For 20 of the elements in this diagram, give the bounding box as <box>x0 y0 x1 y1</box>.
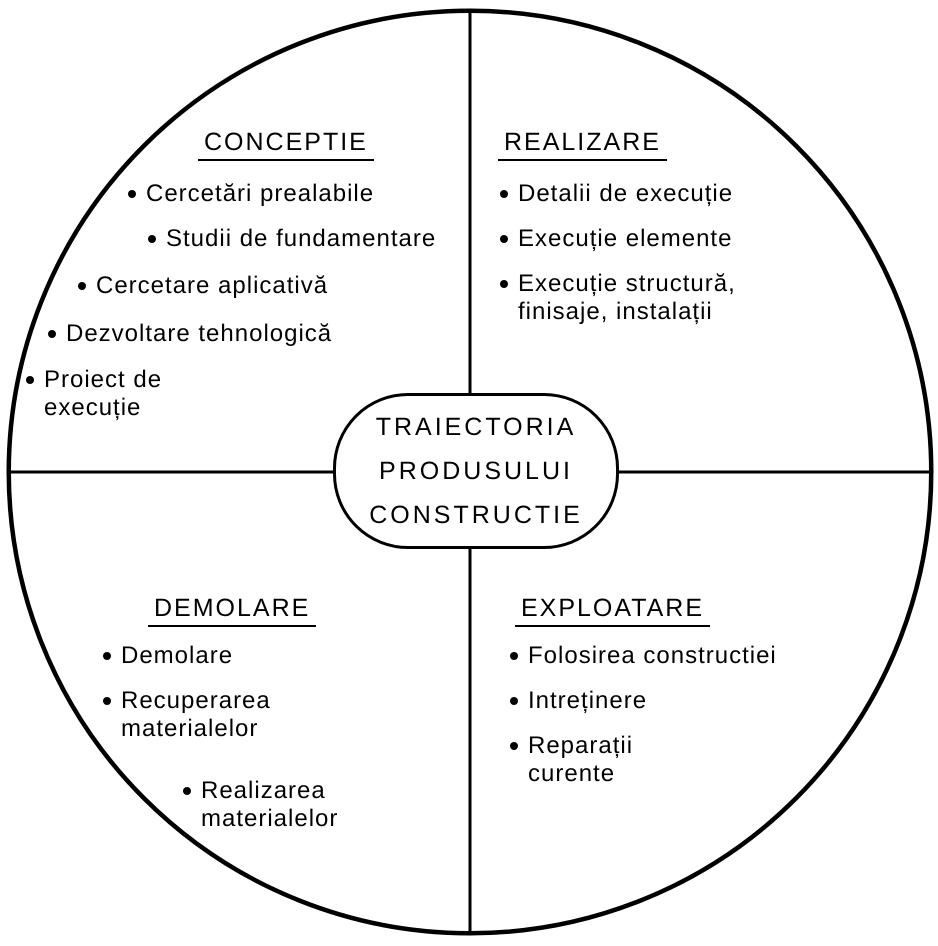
section-heading: REALIZARE <box>498 128 667 161</box>
section-heading: DEMOLARE <box>148 594 316 627</box>
list-item: Proiect de execuție <box>44 366 164 422</box>
list-item: Execuție elemente <box>518 225 732 253</box>
cycle-circle <box>8 10 932 934</box>
section-heading: EXPLOATARE <box>515 594 710 627</box>
list-item: Intreținere <box>528 687 648 715</box>
list-item: Demolare <box>121 642 234 670</box>
list-item: Recuperarea materialelor <box>121 687 272 743</box>
list-item: Dezvoltare tehnologică <box>66 320 332 348</box>
list-item: Execuție structură, finisaje, instalații <box>518 270 737 326</box>
list-item: Folosirea constructiei <box>528 642 777 670</box>
list-item: Reparații curente <box>528 732 634 788</box>
center-title: TRAIECTORIA PRODUSULUI CONSTRUCTIE <box>368 412 584 531</box>
list-item: Realizarea materialelor <box>201 777 340 833</box>
list-item: Studii de fundamentare <box>166 225 436 253</box>
list-item: Cercetare aplicativă <box>96 272 328 300</box>
section-heading: CONCEPTIE <box>198 128 374 161</box>
list-item: Cercetări prealabile <box>146 180 374 208</box>
list-item: Detalii de execuție <box>518 180 734 208</box>
